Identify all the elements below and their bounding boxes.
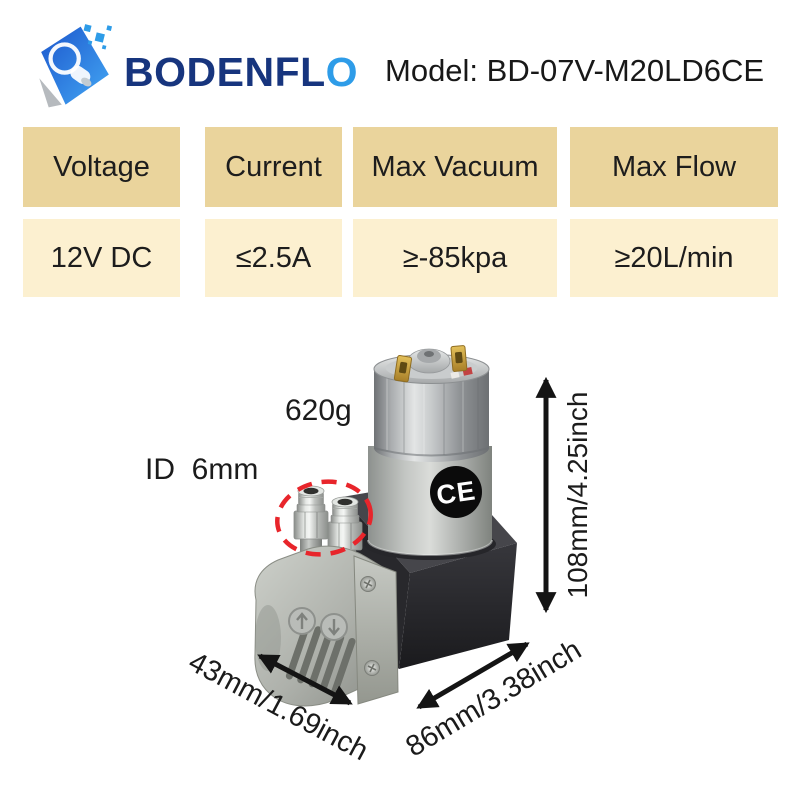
spec-header-max-vacuum: Max Vacuum <box>353 127 557 207</box>
ce-mark-text: CE <box>434 475 477 510</box>
height-dimension-label: 108mm/4.25inch <box>562 391 593 599</box>
motor-terminal-right <box>450 345 468 372</box>
spec-header-max-flow: Max Flow <box>570 127 778 207</box>
motor: CE <box>364 345 496 560</box>
port-id-label: ID 6mm <box>145 453 259 486</box>
spec-value-max-flow: ≥20L/min <box>570 219 778 297</box>
brand-lockup: BODENFLO <box>28 20 358 114</box>
motor-can <box>374 369 489 462</box>
ports-highlight-ellipse <box>275 479 373 557</box>
width-dimension-arrow <box>257 653 353 706</box>
ce-badge: CE <box>430 466 482 518</box>
weight-label: 620g <box>285 394 352 427</box>
model-number: Model: BD-07V-M20LD6CE <box>385 53 765 88</box>
mounting-bracket <box>353 555 399 705</box>
brand-text: BODENFLO <box>124 49 358 96</box>
pump-head <box>254 545 399 707</box>
bodenflo-logo-icon <box>39 24 113 108</box>
spec-value-current: ≤2.5A <box>205 219 342 297</box>
spec-value-voltage: 12V DC <box>23 219 180 297</box>
screw-bottom <box>364 660 380 676</box>
spec-header-current: Current <box>205 127 342 207</box>
port-marker-in <box>288 607 316 635</box>
spec-header-voltage: Voltage <box>23 127 180 207</box>
depth-dimension-arrow <box>416 641 530 710</box>
screw-top <box>360 576 376 592</box>
logo-pixels <box>83 24 113 50</box>
spec-value-max-vacuum: ≥-85kpa <box>353 219 557 297</box>
brand-text-accent: O <box>325 48 359 95</box>
brand-text-main: BODENFL <box>124 48 326 95</box>
logo-fold <box>39 78 62 108</box>
dimension-arrows <box>257 376 557 710</box>
motor-terminal-left <box>393 355 413 383</box>
port-marker-out <box>320 613 348 641</box>
brushed-texture <box>386 371 479 456</box>
